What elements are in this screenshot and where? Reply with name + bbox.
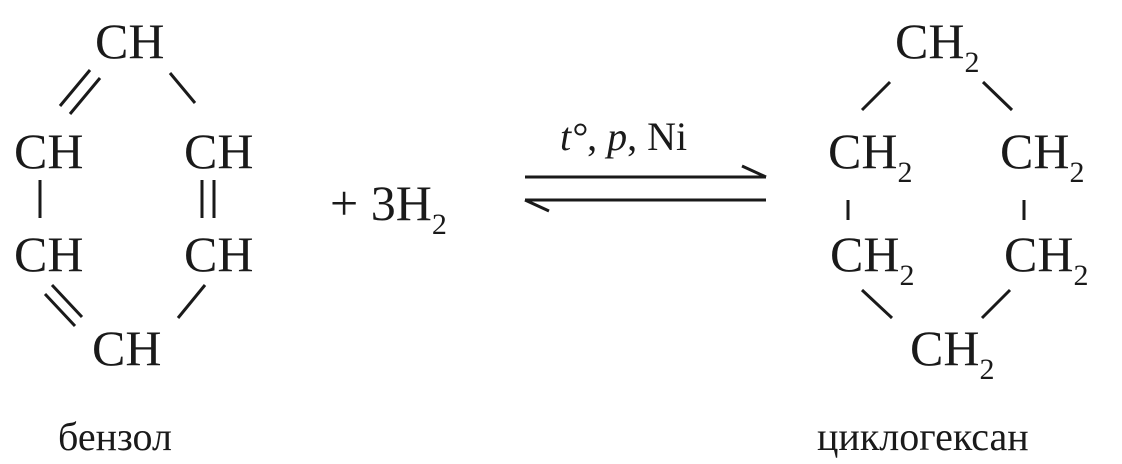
cyclohexane-bond-top-right — [981, 80, 1014, 112]
benzene-lower-left-ch: CH — [14, 226, 83, 282]
cyclohexane-bond-top-left — [860, 80, 892, 112]
reagent-subscript: 2 — [432, 208, 447, 241]
benzene-lower-right-ch: CH — [184, 226, 253, 282]
benzene-upper-left-ch: CH — [14, 123, 83, 179]
benzene-double-bond-top-left — [58, 69, 102, 115]
cyclohexane-bond-bottom-right — [980, 288, 1012, 320]
benzene-top-ch: CH — [95, 13, 164, 69]
forward-arrow-barb — [741, 164, 767, 179]
reversible-arrow — [524, 164, 767, 213]
cyclohexane-lower-left-ch2: CH2 — [830, 226, 914, 292]
benzene-double-bond-bottom-left — [43, 283, 84, 328]
cyclohexane-bond-bottom-left — [860, 288, 894, 320]
cyclohexane-upper-left-ch2: CH2 — [828, 123, 912, 189]
condition-catalyst: Ni — [647, 114, 687, 159]
cyclohexane-top-ch2: CH2 — [895, 13, 979, 79]
benzene-double-bond-right — [200, 180, 216, 218]
benzene-structure: CH CH CH CH CH CH — [14, 13, 253, 376]
benzene-upper-right-ch: CH — [184, 123, 253, 179]
hydrogen-reagent: + 3H2 — [330, 175, 447, 241]
reaction-conditions: t°, p, Ni — [560, 114, 687, 159]
benzene-bottom-ch: CH — [92, 320, 161, 376]
condition-pressure: p — [604, 114, 627, 159]
condition-temperature: t° — [560, 114, 587, 159]
benzene-single-bond-top-right — [168, 72, 197, 104]
reverse-arrow-barb — [524, 198, 550, 213]
product-name: циклогексан — [817, 414, 1029, 459]
reagent-prefix: + 3H — [330, 175, 432, 231]
benzene-single-bond-bottom-right — [176, 284, 207, 319]
cyclohexane-structure: CH2 CH2 CH2 CH2 CH2 CH2 — [828, 13, 1088, 386]
cyclohexane-upper-right-ch2: CH2 — [1000, 123, 1084, 189]
cyclohexane-bottom-ch2: CH2 — [910, 320, 994, 386]
cyclohexane-lower-right-ch2: CH2 — [1004, 226, 1088, 292]
reactant-name: бензол — [58, 414, 172, 459]
